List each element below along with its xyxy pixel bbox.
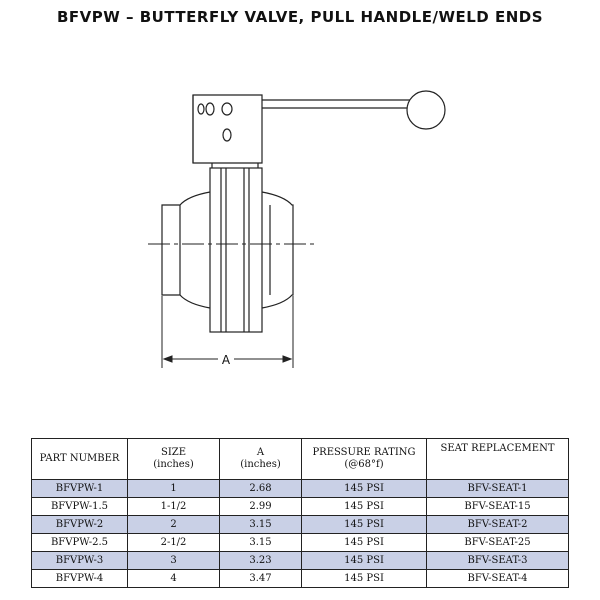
cell-seat: BFV-SEAT-25 [426, 533, 569, 552]
handle-housing [192, 94, 263, 164]
page-title: BFVPW – BUTTERFLY VALVE, PULL HANDLE/WEL… [56, 8, 544, 26]
pull-handle [262, 90, 446, 130]
table-row: BFVPW-4 4 3.47 145 PSI BFV-SEAT-4 [31, 569, 569, 588]
cell-pressure: 145 PSI [301, 533, 427, 552]
cell-pressure: 145 PSI [301, 479, 427, 498]
cell-a: 2.99 [219, 497, 302, 516]
table-row: BFVPW-2 2 3.15 145 PSI BFV-SEAT-2 [31, 515, 569, 534]
table-row: BFVPW-1.5 1-1/2 2.99 145 PSI BFV-SEAT-15 [31, 497, 569, 516]
table-row: BFVPW-3 3 3.23 145 PSI BFV-SEAT-3 [31, 551, 569, 570]
header-seat-replacement: SEAT REPLACEMENT [426, 438, 569, 480]
cell-pressure: 145 PSI [301, 515, 427, 534]
cell-size: 4 [127, 569, 220, 588]
valve-drawing: A [148, 90, 446, 368]
header-size: SIZE(inches) [127, 438, 220, 480]
cell-part: BFVPW-1 [31, 479, 128, 498]
dimension-a [161, 296, 294, 368]
cell-a: 3.15 [219, 515, 302, 534]
header-pressure-rating: PRESSURE RATING(@68°f) [301, 438, 427, 480]
cell-a: 3.23 [219, 551, 302, 570]
cell-seat: BFV-SEAT-15 [426, 497, 569, 516]
cell-a: 3.15 [219, 533, 302, 552]
cell-seat: BFV-SEAT-2 [426, 515, 569, 534]
cell-a: 3.47 [219, 569, 302, 588]
cell-part: BFVPW-3 [31, 551, 128, 570]
cell-size: 2-1/2 [127, 533, 220, 552]
cell-part: BFVPW-1.5 [31, 497, 128, 516]
cell-part: BFVPW-4 [31, 569, 128, 588]
dimension-label: A [222, 353, 231, 367]
header-part-number: PART NUMBER [31, 438, 128, 480]
cell-pressure: 145 PSI [301, 551, 427, 570]
table-header-row: PART NUMBER SIZE(inches) A(inches) PRESS… [31, 438, 569, 480]
valve-body [161, 167, 294, 333]
table-row: BFVPW-1 1 2.68 145 PSI BFV-SEAT-1 [31, 479, 569, 498]
spec-table: PART NUMBER SIZE(inches) A(inches) PRESS… [31, 438, 569, 588]
cell-part: BFVPW-2 [31, 515, 128, 534]
cell-size: 1-1/2 [127, 497, 220, 516]
cell-seat: BFV-SEAT-1 [426, 479, 569, 498]
cell-a: 2.68 [219, 479, 302, 498]
cell-pressure: 145 PSI [301, 497, 427, 516]
cell-seat: BFV-SEAT-3 [426, 551, 569, 570]
cell-pressure: 145 PSI [301, 569, 427, 588]
cell-size: 1 [127, 479, 220, 498]
cell-size: 3 [127, 551, 220, 570]
cell-size: 2 [127, 515, 220, 534]
table-row: BFVPW-2.5 2-1/2 3.15 145 PSI BFV-SEAT-25 [31, 533, 569, 552]
cell-part: BFVPW-2.5 [31, 533, 128, 552]
header-a: A(inches) [219, 438, 302, 480]
cell-seat: BFV-SEAT-4 [426, 569, 569, 588]
